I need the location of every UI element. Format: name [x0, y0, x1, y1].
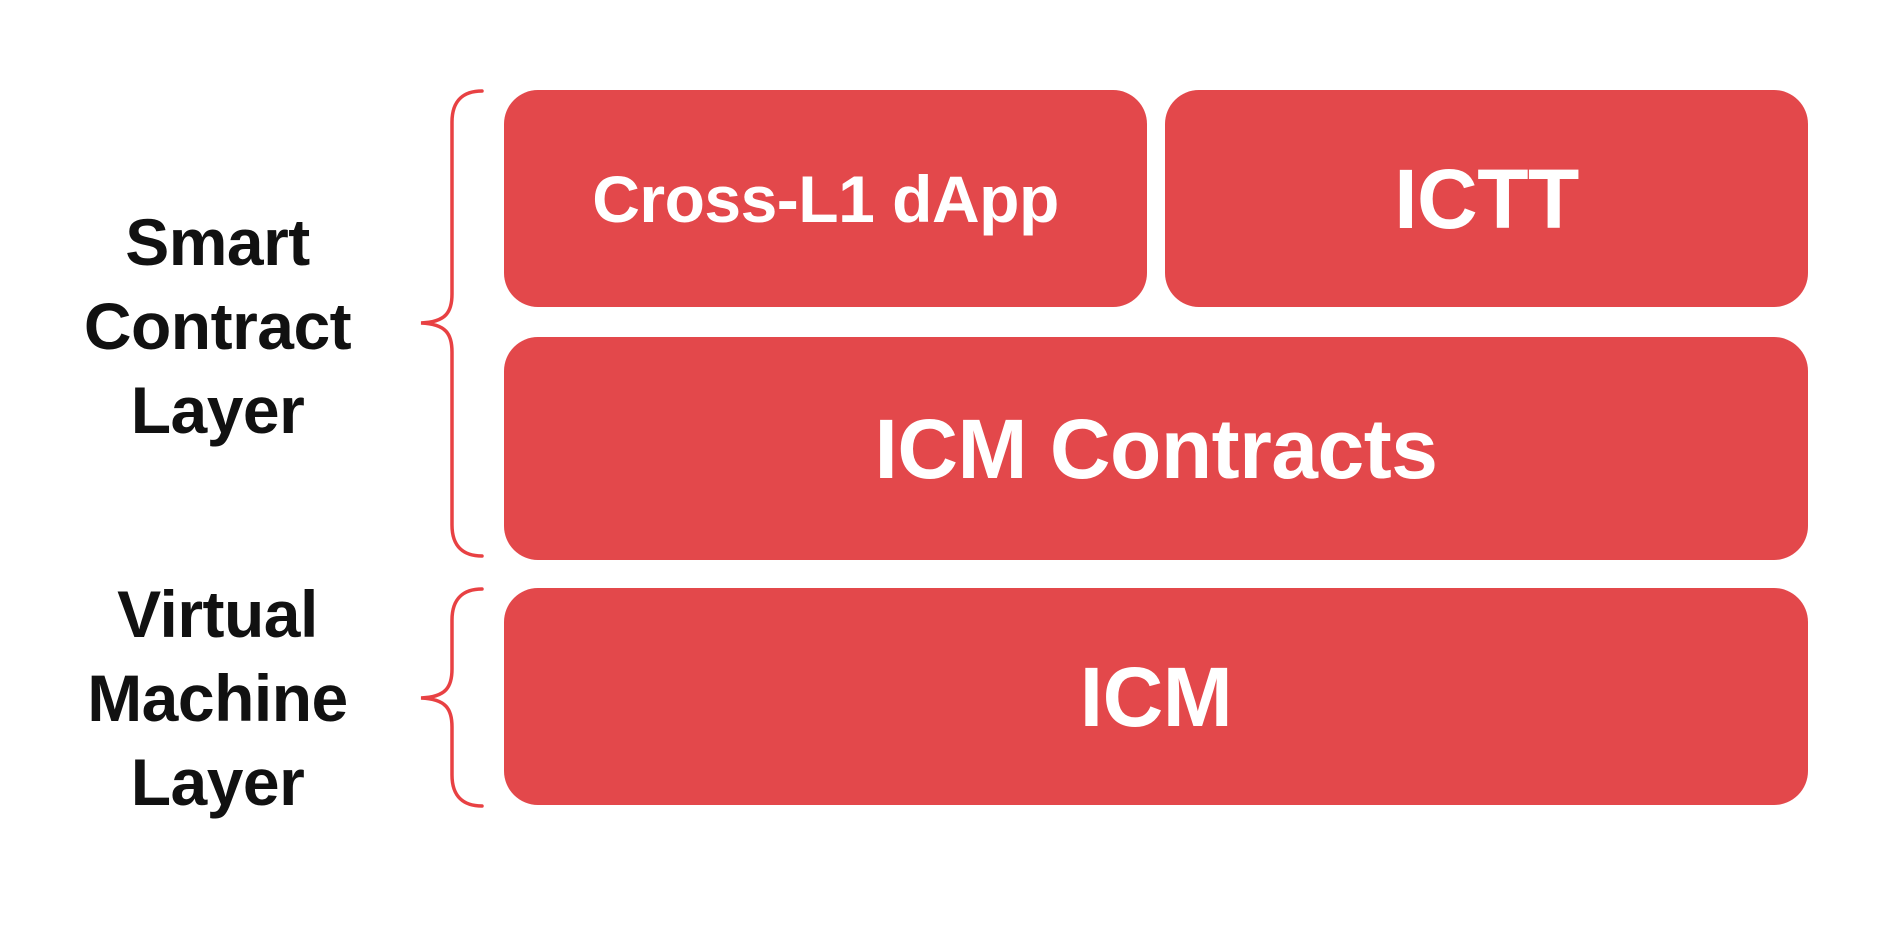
- smart-contract-layer-label: Smart Contract Layer: [83, 205, 352, 447]
- icm-label: ICM: [1079, 649, 1233, 744]
- icm-contracts-label: ICM Contracts: [874, 401, 1438, 496]
- virtual-machine-layer-label: Virtual Machine Layer: [87, 577, 348, 819]
- virtual-machine-brace-icon: [420, 587, 484, 808]
- cross-l1-dapp-box: Cross-L1 dApp: [504, 90, 1147, 307]
- icm-box: ICM: [504, 588, 1808, 805]
- icm-contracts-box: ICM Contracts: [504, 337, 1808, 560]
- ictt-label: ICTT: [1394, 151, 1579, 246]
- ictt-box: ICTT: [1165, 90, 1808, 307]
- cross-l1-dapp-label: Cross-L1 dApp: [592, 161, 1059, 236]
- smart-contract-brace-icon: [420, 89, 484, 558]
